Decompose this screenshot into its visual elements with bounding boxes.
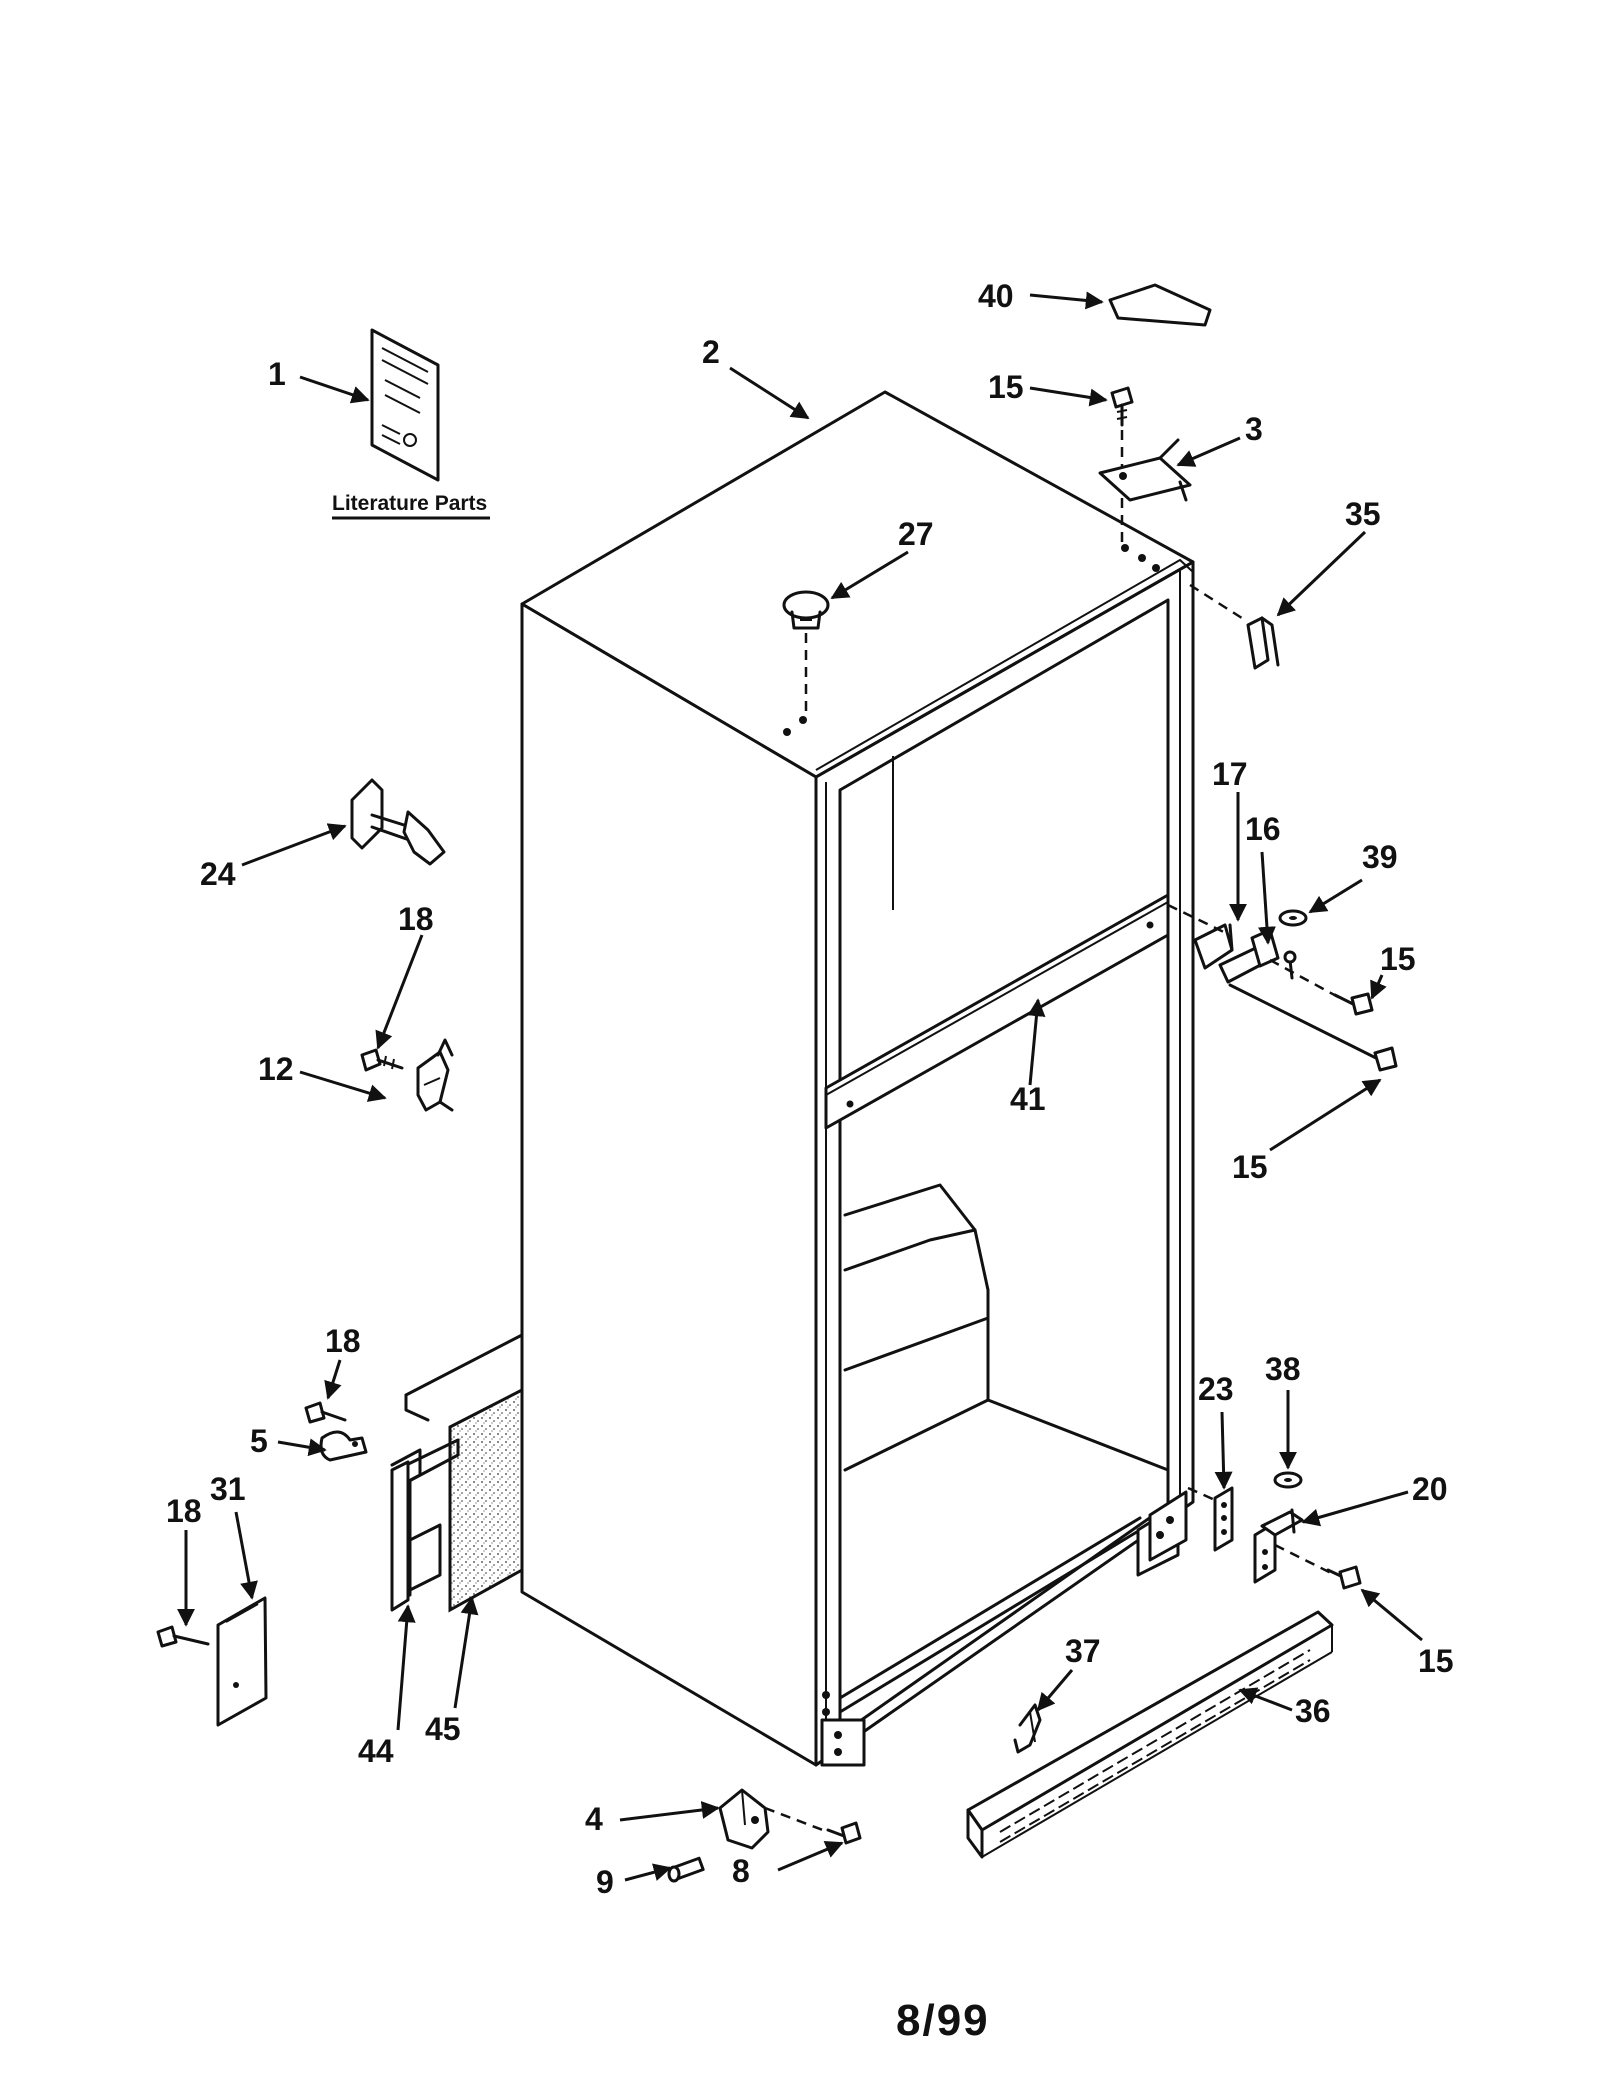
callout-27: 27 [898, 516, 934, 552]
washer-38 [1273, 1471, 1303, 1489]
callout-18: 18 [166, 1493, 202, 1529]
center-hinge-screw-axis [1269, 958, 1341, 1000]
callout-12: 12 [258, 1051, 294, 1087]
callout-15: 15 [1380, 941, 1416, 977]
hinge-clip [1246, 616, 1280, 670]
callout-8: 8 [732, 1853, 750, 1889]
callout-45: 45 [425, 1711, 461, 1747]
callout-35: 35 [1345, 496, 1381, 532]
leveling-screw [826, 1821, 862, 1845]
lower-hinge-axis [1187, 1486, 1216, 1502]
callout-3: 3 [1245, 411, 1263, 447]
callout-23: 23 [1198, 1371, 1234, 1407]
washer-39 [1278, 909, 1308, 927]
hinge-cover [1108, 283, 1212, 327]
mounting-bracket [390, 1438, 460, 1612]
cable-clamp [319, 1430, 368, 1462]
screw-15-lower-right [1274, 1543, 1362, 1590]
refrigerator-cabinet [520, 390, 1195, 1767]
screw-15-lower-center [1228, 983, 1398, 1072]
callout-15: 15 [988, 369, 1024, 405]
grille-clip [1013, 1703, 1042, 1754]
center-hinge-axis [1167, 903, 1231, 937]
rear-panel-edge [404, 1333, 524, 1422]
toe-grille [966, 1610, 1334, 1859]
hinge-shim [1213, 1486, 1234, 1552]
callout-15: 15 [1418, 1643, 1454, 1679]
literature-booklet [370, 328, 440, 482]
roller-pin [667, 1856, 705, 1883]
plug-button [782, 590, 830, 630]
cover-plate [216, 1596, 268, 1727]
callout-40: 40 [978, 278, 1014, 314]
callout-4: 4 [585, 1801, 603, 1837]
callout-9: 9 [596, 1864, 614, 1900]
leveling-axis [764, 1806, 829, 1834]
callout-20: 20 [1412, 1471, 1448, 1507]
callout-24: 24 [200, 856, 236, 892]
callout-2: 2 [702, 334, 720, 370]
callout-41: 41 [1010, 1081, 1046, 1117]
callout-44: 44 [358, 1733, 394, 1769]
callout-37: 37 [1065, 1633, 1101, 1669]
divider-bar [824, 893, 1170, 1130]
top-hinge [1098, 438, 1192, 502]
callout-5: 5 [250, 1423, 268, 1459]
revision-date-footer: 8/99 [896, 1996, 990, 2045]
callout-39: 39 [1362, 839, 1398, 875]
callout-16: 16 [1245, 811, 1281, 847]
literature-parts-caption: Literature Parts [332, 492, 487, 515]
callout-36: 36 [1295, 1693, 1331, 1729]
callout-38: 38 [1265, 1351, 1301, 1387]
screw-18-lower [156, 1625, 210, 1648]
leveling-bracket [718, 1788, 770, 1850]
lower-hinge [1253, 1508, 1304, 1584]
hinge-bracket-left [416, 1038, 454, 1112]
screw-18-middle [304, 1401, 347, 1424]
callout-31: 31 [210, 1471, 246, 1507]
hinge-screw-top [1110, 386, 1134, 427]
callout-18: 18 [398, 901, 434, 937]
hinge-clip-axis [1189, 583, 1246, 622]
callout-18: 18 [325, 1323, 361, 1359]
screw-15-center [1333, 992, 1374, 1016]
callout-15: 15 [1232, 1149, 1268, 1185]
center-hinge-assembly [1193, 923, 1297, 984]
insulation-pad [448, 1387, 524, 1613]
callout-17: 17 [1212, 756, 1248, 792]
callout-labels: 1 2 40 15 3 35 27 24 17 16 39 15 18 12 4… [166, 278, 1454, 1900]
callout-1: 1 [268, 356, 286, 392]
door-stop-pin [350, 778, 446, 866]
screw-18-upper [360, 1048, 404, 1072]
leader-lines [177, 291, 1423, 1882]
